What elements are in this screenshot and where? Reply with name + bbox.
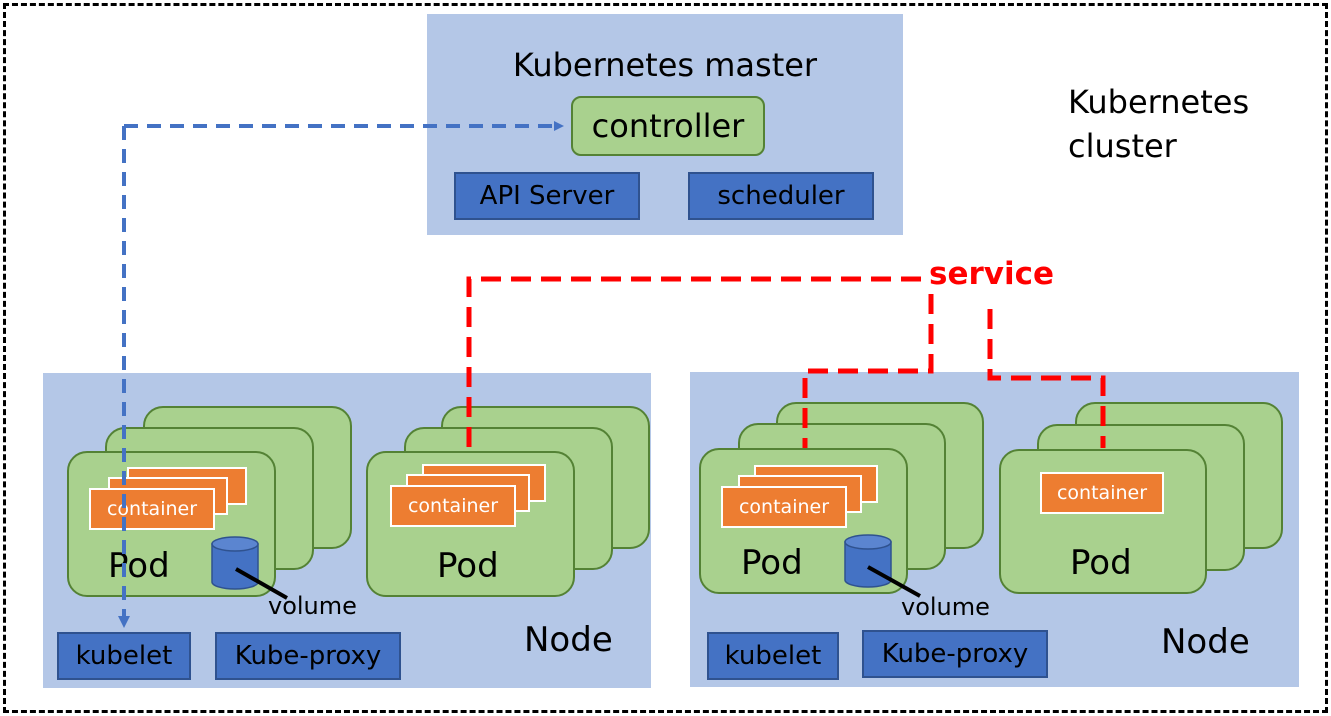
node-1-kubelet: kubelet — [57, 632, 191, 680]
node-1-label: Node — [524, 620, 613, 660]
service-line-node2-pod-b — [987, 309, 1106, 448]
cluster-boundary — [3, 3, 1328, 713]
service-line-node2-pod-a — [802, 294, 934, 448]
node-2-pod-b-label: Pod — [1070, 543, 1132, 583]
node-1-pod-b-container: container — [390, 485, 516, 527]
controller-box: controller — [571, 96, 765, 156]
node-2-kube-proxy: Kube-proxy — [862, 630, 1048, 678]
service-line-node1 — [466, 276, 925, 447]
node-2-volume-icon — [844, 534, 921, 598]
scheduler-box: scheduler — [688, 172, 874, 220]
node-1-volume-icon — [211, 536, 288, 600]
cluster-label-line1: Kubernetes — [1068, 83, 1250, 121]
node-2-pod-a-container: container — [721, 486, 847, 528]
node-1-pod-a-label: Pod — [108, 546, 170, 586]
master-title: Kubernetes master — [512, 46, 818, 84]
node-2-volume-label: volume — [901, 593, 990, 621]
node-1-pod-b-label: Pod — [437, 546, 499, 586]
cluster-label: Kubernetes cluster — [1068, 80, 1249, 168]
node-1-pod-a-container: container — [89, 488, 215, 530]
control-connector — [118, 121, 564, 628]
node-2-pod-a-label: Pod — [741, 543, 803, 583]
node-2-kubelet: kubelet — [707, 632, 839, 680]
api-server-box: API Server — [454, 172, 640, 220]
node-2-pod-b-container: container — [1040, 472, 1164, 514]
node-1-kube-proxy: Kube-proxy — [215, 632, 401, 680]
cluster-label-line2: cluster — [1068, 127, 1177, 165]
service-connector — [466, 276, 1106, 448]
node-2-label: Node — [1161, 622, 1250, 662]
service-label: service — [929, 256, 1054, 292]
